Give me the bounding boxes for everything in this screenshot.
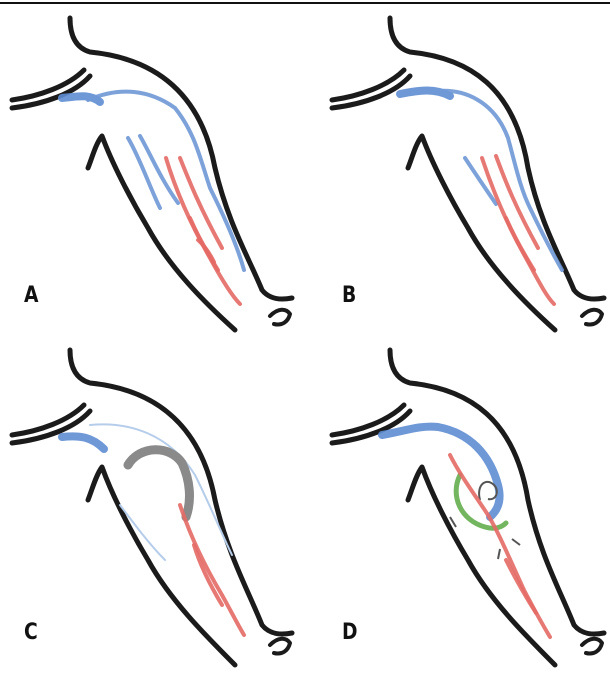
hand <box>270 639 290 654</box>
panel-label-a: A <box>24 283 38 308</box>
panel-c: C <box>0 345 300 675</box>
panel-label-d: D <box>342 620 358 645</box>
panel-a: A <box>0 8 300 338</box>
panel-c-drawing <box>0 345 300 675</box>
panel-a-drawing <box>0 8 300 338</box>
panel-label-c: C <box>24 620 38 645</box>
arm-outline <box>12 18 292 330</box>
arm-outline <box>332 18 604 330</box>
hand <box>582 639 602 654</box>
panel-b: B <box>310 8 610 338</box>
veins <box>62 424 232 560</box>
hand <box>582 310 602 325</box>
arm-outline <box>332 350 604 665</box>
hand <box>270 310 290 325</box>
panel-d: D <box>310 345 610 675</box>
top-border-line <box>0 2 610 4</box>
veins <box>400 91 562 271</box>
arm-outline <box>12 350 292 665</box>
panel-label-b: B <box>342 283 356 308</box>
